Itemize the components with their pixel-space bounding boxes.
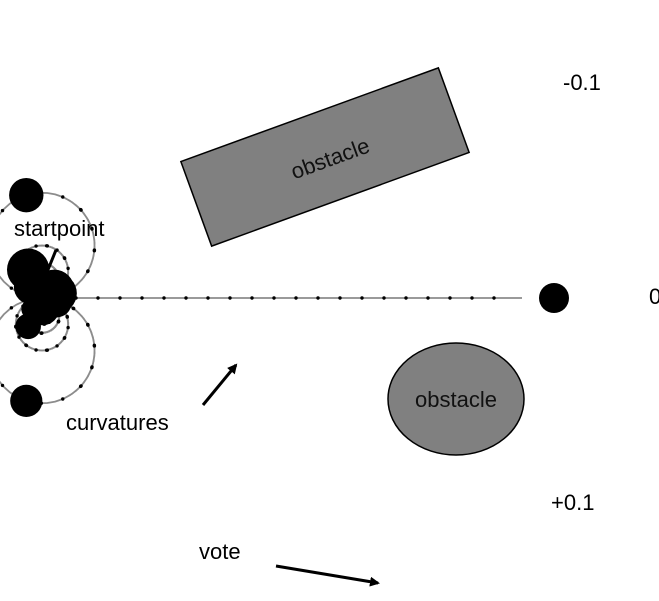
arc-sample-dot [294, 296, 298, 300]
arc-sample-dot [9, 306, 14, 310]
curvature-neg-label: -0.1 [563, 70, 601, 95]
arc-sample-dot [382, 296, 386, 300]
arc-sample-dot [45, 244, 50, 248]
arc-sample-dot [92, 249, 97, 253]
vote-circle [539, 283, 569, 313]
arc-sample-dot [184, 296, 188, 300]
obstacle-rect-shape [179, 66, 471, 248]
arc-sample-dot [17, 335, 21, 339]
curvature-arc [0, 297, 96, 405]
curvature-zero-label: 0 [649, 284, 659, 309]
arc-sample-dot [448, 296, 452, 300]
vote-label: vote [199, 539, 241, 564]
arc-sample-dot [162, 296, 166, 300]
obstacle-ellipse-label: obstacle [415, 387, 497, 412]
arc-sample-dot [85, 322, 90, 327]
arc-sample-dot [250, 296, 254, 300]
obstacle-ellipse-shape [387, 342, 525, 456]
arc-sample-dot [92, 343, 97, 347]
arc-sample-dot [65, 314, 69, 319]
arc-sample-dot [206, 296, 210, 300]
arc-sample-dot [61, 397, 65, 401]
arc-sample-dot [66, 325, 70, 330]
arc-sample-dot [45, 348, 50, 352]
arc-sample-dot [15, 314, 19, 318]
arc-sample-dot [90, 365, 94, 369]
curvature-arc [14, 244, 70, 299]
arc-sample-dot [316, 296, 320, 300]
arc-sample-dot [272, 296, 276, 300]
startpoint-label: startpoint [14, 216, 105, 241]
obstacle-ellipse: obstacle [387, 342, 525, 456]
arc-sample-dot [55, 344, 59, 348]
arc-sample-dot [0, 208, 5, 213]
obstacle-rect: obstacle [179, 66, 471, 248]
arc-sample-dot [61, 195, 65, 199]
arc-sample-dot [470, 296, 474, 300]
arc-sample-dot [62, 256, 67, 261]
curvatures-arrow [201, 363, 238, 406]
arc-sample-dot [404, 296, 408, 300]
arc-sample-dot [71, 306, 75, 310]
arc-sample-dot [79, 208, 83, 212]
arc-sample-dot [228, 296, 232, 300]
arc-sample-dot [118, 296, 122, 300]
vote-circle [6, 248, 50, 291]
arc-sample-dot [62, 335, 67, 340]
arc-sample-dot [90, 227, 94, 231]
curvature-arc [14, 297, 70, 352]
arc-sample-dot [34, 244, 38, 248]
startpoint-arrow [41, 249, 58, 284]
arc-sample-dot [79, 384, 83, 388]
arc-sample-dot [66, 266, 70, 271]
vote-circle [25, 291, 60, 326]
arc-sample-dot [360, 296, 364, 300]
arc-sample-dot [140, 296, 144, 300]
arc-sample-dot [24, 343, 29, 348]
curvatures-label: curvatures [66, 410, 169, 435]
vote-circle [9, 177, 44, 213]
vote-arrow [275, 564, 380, 587]
arc-sample-dot [85, 269, 90, 274]
vote-circle [10, 384, 43, 417]
arc-sample-dot [426, 296, 430, 300]
arc-sample-dot [0, 383, 5, 388]
curvature-pos-label: +0.1 [551, 490, 594, 515]
arc-sample-dot [9, 286, 14, 290]
arc-sample-dot [34, 348, 38, 352]
arc-sample-dot [96, 296, 100, 300]
arc-sample-dot [492, 296, 496, 300]
curvature-arc [0, 191, 96, 299]
arc-sample-dot [338, 296, 342, 300]
arc-sample-dot [56, 319, 61, 323]
arc-sample-dot [40, 331, 44, 335]
